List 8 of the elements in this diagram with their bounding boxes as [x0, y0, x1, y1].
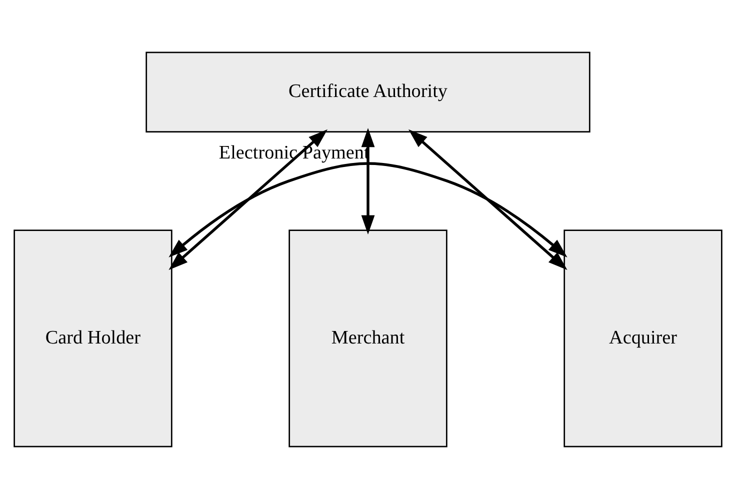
node-box: Merchant	[288, 230, 448, 448]
arrow	[168, 162, 568, 258]
arrow	[361, 128, 375, 234]
node-box: Acquirer	[564, 230, 722, 448]
arrow	[168, 129, 328, 270]
node-box: Card Holder	[14, 230, 172, 448]
arrow	[408, 129, 568, 270]
node-box: Certificate Authority	[146, 52, 590, 133]
